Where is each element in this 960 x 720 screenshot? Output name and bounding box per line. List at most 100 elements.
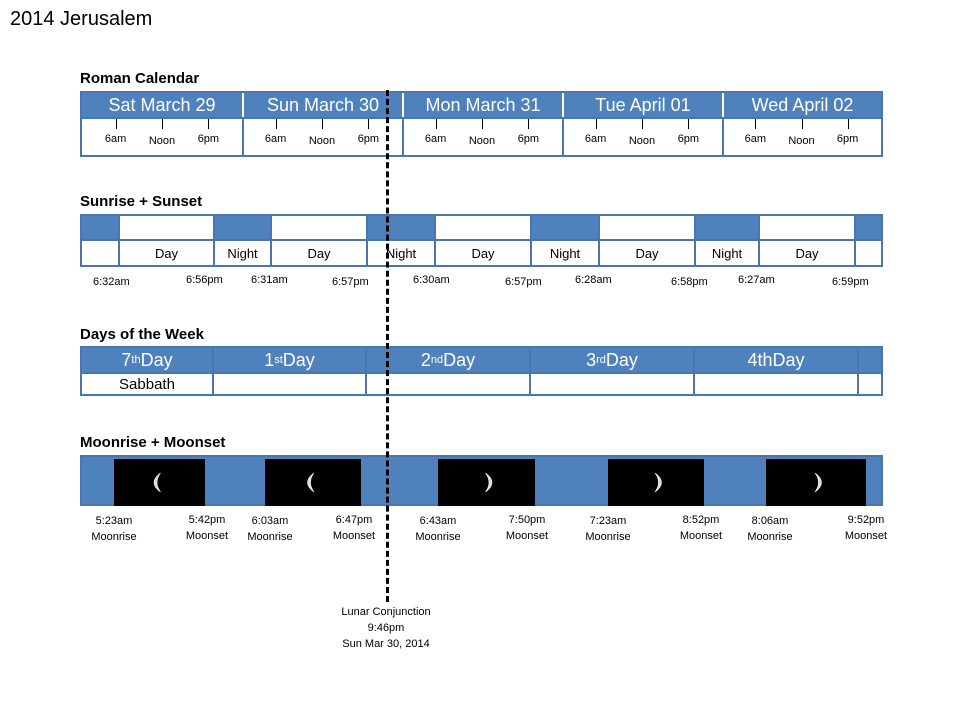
hour-tick-label: 6am bbox=[584, 133, 607, 145]
week-day-cell bbox=[365, 372, 529, 394]
roman-day-divider bbox=[402, 117, 404, 155]
night-cell: Night bbox=[366, 239, 434, 265]
moon-night-block bbox=[114, 459, 205, 506]
conjunction-title: Lunar Conjunction bbox=[341, 606, 431, 618]
hour-tick-label: 6am bbox=[264, 133, 287, 145]
sun-top-cell bbox=[530, 216, 598, 239]
week-day-number: 2 bbox=[420, 349, 431, 370]
moon-event-time: 9:52pm bbox=[847, 514, 885, 526]
sun-edge-cell bbox=[854, 239, 881, 265]
hour-tick-label: Noon bbox=[788, 135, 815, 147]
moon-event-time: 5:23am bbox=[95, 515, 133, 527]
hour-tick-label: 6pm bbox=[197, 133, 220, 145]
moon-event-time: 6:47pm bbox=[335, 514, 373, 526]
moon-event-name: Moonset bbox=[505, 530, 549, 542]
sun-top-cell bbox=[213, 216, 270, 239]
sun-top-cell bbox=[758, 216, 854, 239]
moonrise-moonset-band bbox=[80, 455, 883, 506]
sunset-time: 6:57pm bbox=[332, 276, 369, 288]
sun-edge-cell bbox=[82, 239, 118, 265]
sunset-time: 6:57pm bbox=[505, 276, 542, 288]
section-roman-calendar: Roman Calendar bbox=[80, 70, 200, 87]
hour-tick-label: 6pm bbox=[517, 133, 540, 145]
hour-tick-label: Noon bbox=[308, 135, 336, 147]
page-title: 2014 Jerusalem bbox=[10, 8, 153, 30]
day-cell: Day bbox=[118, 239, 213, 265]
night-cell: Night bbox=[530, 239, 598, 265]
day-cell: Day bbox=[758, 239, 854, 265]
moon-event-time: 6:03am bbox=[251, 515, 289, 527]
sunrise-time: 6:30am bbox=[413, 274, 450, 286]
moon-event-time: 6:43am bbox=[419, 515, 457, 527]
night-cell: Night bbox=[213, 239, 270, 265]
waning-crescent-moon-icon bbox=[153, 472, 161, 493]
waxing-crescent-moon-icon bbox=[485, 472, 493, 493]
sun-top-cell bbox=[82, 216, 118, 239]
roman-day-divider bbox=[562, 117, 564, 155]
hour-tick bbox=[688, 119, 690, 129]
week-day-number: 4thDay bbox=[747, 349, 805, 370]
roman-day-header: Sat March 29 bbox=[82, 93, 242, 117]
hour-tick bbox=[368, 119, 370, 129]
section-days-of-week: Days of the Week bbox=[80, 326, 204, 343]
hour-tick bbox=[642, 119, 643, 129]
week-day-suffix: rd bbox=[596, 354, 606, 366]
crescent-shape bbox=[485, 472, 493, 493]
moon-event-time: 7:23am bbox=[589, 515, 627, 527]
hour-tick bbox=[801, 119, 803, 129]
moon-event-name: Moonrise bbox=[247, 531, 293, 543]
week-day-header bbox=[857, 348, 881, 372]
roman-day-header: Mon March 31 bbox=[402, 93, 562, 117]
section-sunrise-sunset: Sunrise + Sunset bbox=[80, 193, 203, 210]
roman-day-underline bbox=[242, 117, 402, 119]
conjunction-date: Sun Mar 30, 2014 bbox=[342, 638, 430, 650]
roman-day-underline bbox=[722, 117, 881, 119]
waxing-crescent-moon-icon bbox=[814, 472, 822, 493]
sun-top-cell bbox=[118, 216, 213, 239]
roman-day-header: Wed April 02 bbox=[722, 93, 881, 117]
hour-tick bbox=[755, 119, 757, 129]
roman-day-underline bbox=[402, 117, 562, 119]
sun-top-cell bbox=[270, 216, 366, 239]
moon-night-block bbox=[608, 459, 704, 506]
hour-tick bbox=[595, 119, 597, 129]
sunrise-time: 6:31am bbox=[251, 274, 288, 286]
week-day-cell: Sabbath bbox=[82, 372, 212, 394]
week-day-word: Day bbox=[282, 349, 315, 370]
hour-tick bbox=[482, 119, 483, 129]
moon-event-time: 7:50pm bbox=[508, 514, 546, 526]
sunrise-time: 6:27am bbox=[738, 274, 775, 286]
moon-event-name: Moonrise bbox=[415, 531, 461, 543]
hour-tick-label: 6am bbox=[424, 133, 447, 145]
day-cell: Day bbox=[434, 239, 530, 265]
crescent-shape bbox=[814, 472, 822, 493]
lunar-conjunction-line bbox=[386, 90, 389, 602]
week-day-word: Day bbox=[605, 349, 638, 370]
sun-top-cell bbox=[854, 216, 881, 239]
roman-day-divider bbox=[722, 117, 724, 155]
roman-day-header: Tue April 01 bbox=[562, 93, 722, 117]
sunset-time: 6:58pm bbox=[671, 276, 708, 288]
moon-night-block bbox=[438, 459, 535, 506]
week-day-number: 1 bbox=[264, 349, 275, 370]
hour-tick-label: 6pm bbox=[357, 133, 380, 145]
moon-event-time: 8:06am bbox=[751, 515, 789, 527]
week-day-suffix: th bbox=[131, 354, 141, 366]
lunar-conjunction-label: Lunar Conjunction 9:46pm Sun Mar 30, 201… bbox=[341, 604, 430, 652]
week-day-word: Day bbox=[140, 349, 173, 370]
moon-event-time: 5:42pm bbox=[188, 514, 226, 526]
hour-tick-label: Noon bbox=[468, 135, 496, 147]
moon-event-name: Moonset bbox=[185, 530, 229, 542]
week-day-header: 4thDay bbox=[693, 348, 857, 372]
sun-top-cell bbox=[366, 216, 434, 239]
